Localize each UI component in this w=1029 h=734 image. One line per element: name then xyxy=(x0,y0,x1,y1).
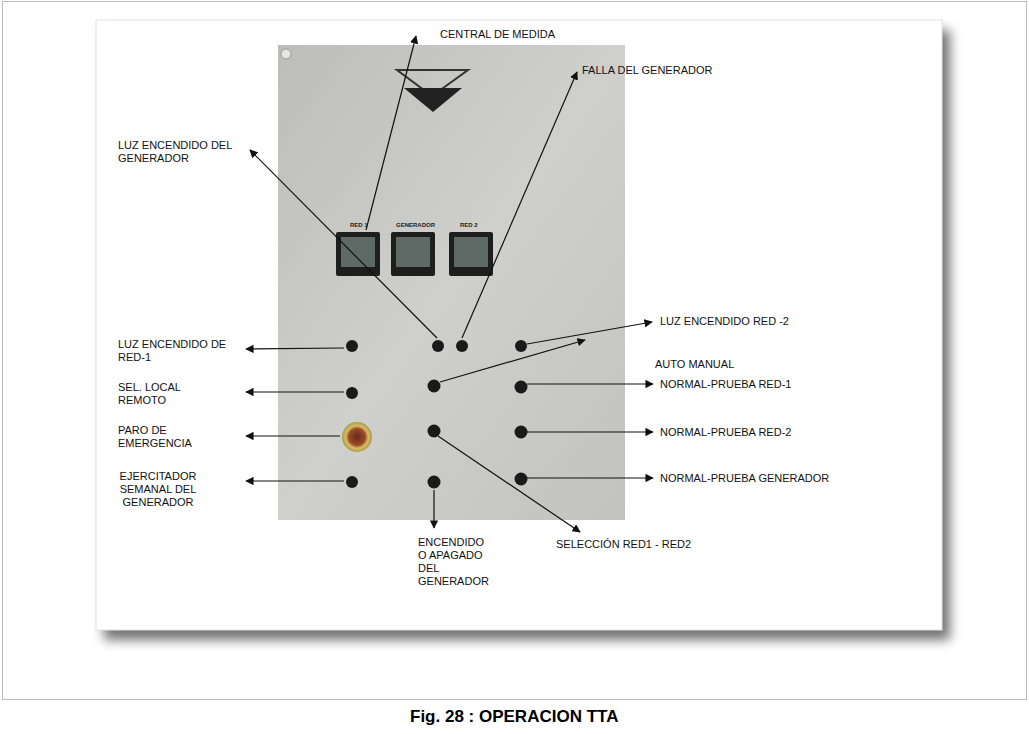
panel-marking: RED 2 xyxy=(460,222,478,229)
callout-label: NORMAL-PRUEBA RED-1 xyxy=(660,378,791,391)
callout-label: NORMAL-PRUEBA GENERADOR xyxy=(660,472,829,485)
callout-label: NORMAL-PRUEBA RED-2 xyxy=(660,426,791,439)
caption-rule xyxy=(3,699,1027,700)
photo-card xyxy=(96,20,942,630)
panel-screw xyxy=(281,49,291,59)
leader-arrow xyxy=(246,36,653,532)
callout-label: EJERCITADOR SEMANAL DEL GENERADOR xyxy=(112,470,204,509)
logo-triangle xyxy=(404,88,462,112)
emergency-stop xyxy=(342,422,372,452)
callout-label: LUZ ENCENDIDO DE RED-1 xyxy=(118,338,243,364)
callout-label: LUZ ENCENDIDO RED -2 xyxy=(660,315,789,328)
callout-label: FALLA DEL GENERADOR xyxy=(582,64,712,77)
callout-label: LUZ ENCENDIDO DEL GENERADOR xyxy=(118,139,243,165)
panel-marking: RED 1 xyxy=(350,222,368,229)
meter-display xyxy=(336,232,493,276)
outer-frame xyxy=(3,2,1027,700)
callout-label: PARO DE EMERGENCIA xyxy=(118,424,208,450)
callout-label: AUTO MANUAL xyxy=(655,358,734,371)
callout-label: SELECCIÓN RED1 - RED2 xyxy=(556,538,691,551)
control-panel xyxy=(278,45,625,520)
panel-control xyxy=(346,340,528,489)
callout-label: SEL. LOCAL REMOTO xyxy=(118,381,208,407)
callout-label: CENTRAL DE MEDIDA xyxy=(440,28,555,41)
photo-card-border xyxy=(96,20,942,630)
figure-caption: Fig. 28 : OPERACION TTA xyxy=(410,707,618,727)
callout-label: ENCENDIDO O APAGADO DEL GENERADOR xyxy=(418,536,492,588)
panel-marking: GENERADOR xyxy=(396,222,435,229)
